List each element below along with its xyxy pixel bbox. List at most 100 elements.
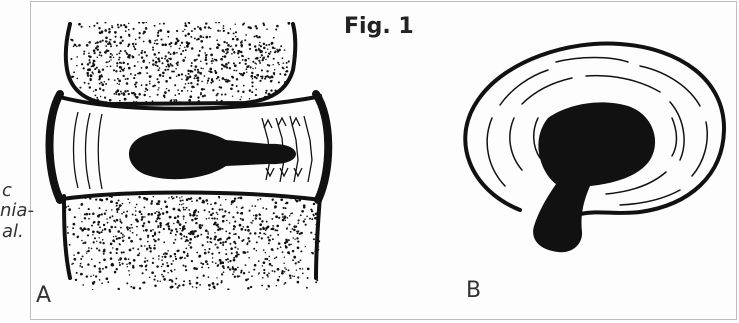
- stipple-dot: [128, 262, 131, 265]
- stipple-dot: [204, 52, 206, 54]
- stipple-dot: [109, 41, 111, 43]
- stipple-dot: [181, 78, 183, 80]
- stipple-dot: [261, 54, 263, 56]
- stipple-dot: [152, 258, 154, 260]
- stipple-dot: [159, 29, 162, 32]
- stipple-dot: [277, 268, 280, 271]
- stipple-dot: [121, 213, 123, 215]
- stipple-dot: [252, 78, 254, 80]
- stipple-dot: [132, 93, 134, 95]
- stipple-dot: [217, 226, 219, 228]
- stipple-dot: [207, 233, 209, 235]
- stipple-dot: [315, 281, 317, 283]
- stipple-dot: [259, 62, 261, 64]
- stipple-dot: [170, 286, 173, 289]
- stipple-dot: [146, 248, 148, 250]
- stipple-dot: [79, 96, 81, 98]
- stipple-dot: [183, 209, 185, 211]
- stipple-dot: [243, 85, 245, 87]
- stipple-dot: [149, 96, 150, 97]
- stipple-dot: [135, 210, 137, 212]
- stipple-dot: [244, 39, 246, 41]
- stipple-dot: [260, 228, 262, 230]
- stipple-dot: [88, 218, 90, 220]
- stipple-dot: [187, 33, 190, 36]
- stipple-dot: [194, 69, 196, 71]
- stipple-dot: [269, 263, 272, 266]
- stipple-dot: [131, 55, 133, 57]
- stipple-dot: [216, 212, 218, 214]
- stipple-dot: [285, 240, 288, 243]
- stipple-dot: [283, 217, 285, 219]
- stipple-dot: [118, 59, 120, 61]
- stipple-dot: [181, 196, 182, 197]
- stipple-dot: [185, 248, 187, 250]
- stipple-dot: [151, 200, 153, 202]
- stipple-dot: [176, 30, 178, 32]
- stipple-dot: [113, 220, 115, 222]
- stipple-dot: [116, 45, 118, 47]
- stipple-dot: [155, 57, 157, 59]
- stipple-dot: [128, 35, 130, 37]
- stipple-dot: [289, 274, 291, 276]
- stipple-dot: [166, 253, 168, 255]
- stipple-dot: [262, 57, 264, 59]
- stipple-dot: [140, 52, 142, 54]
- stipple-dot: [178, 208, 181, 211]
- stipple-dot: [164, 200, 166, 202]
- stipple-dot: [242, 206, 244, 208]
- stipple-dot: [271, 80, 273, 82]
- stipple-dot: [283, 263, 284, 264]
- stipple-dot: [101, 282, 103, 284]
- stipple-dot: [81, 266, 83, 268]
- stipple-dot: [181, 238, 183, 240]
- stipple-dot: [277, 248, 279, 250]
- stipple-dot: [67, 226, 69, 228]
- stipple-dot: [149, 83, 151, 85]
- stipple-dot: [99, 83, 101, 85]
- stipple-dot: [255, 89, 257, 91]
- stipple-dot: [176, 52, 178, 54]
- stipple-dot: [299, 268, 301, 270]
- stipple-dot: [109, 61, 111, 63]
- stipple-dot: [162, 276, 164, 278]
- stipple-dot: [235, 44, 237, 46]
- stipple-dot: [132, 265, 134, 267]
- stipple-dot: [249, 27, 252, 30]
- stipple-dot: [130, 286, 132, 288]
- stipple-dot: [135, 214, 137, 216]
- stipple-dot: [67, 205, 69, 207]
- stipple-dot: [152, 47, 154, 49]
- stipple-dot: [112, 247, 113, 248]
- stipple-dot: [113, 69, 115, 71]
- stipple-dot: [211, 63, 212, 64]
- stipple-dot: [204, 249, 206, 251]
- stipple-dot: [188, 99, 191, 102]
- stipple-dot: [267, 64, 269, 66]
- stipple-dot: [92, 213, 95, 216]
- stipple-dot: [93, 281, 95, 283]
- stipple-dot: [306, 287, 308, 289]
- stipple-dot: [183, 251, 185, 253]
- stipple-dot: [268, 242, 270, 244]
- stipple-dot: [306, 215, 308, 217]
- stipple-dot: [67, 287, 69, 289]
- stipple-dot: [81, 221, 82, 222]
- stipple-dot: [188, 73, 190, 75]
- stipple-dot: [92, 234, 94, 236]
- stipple-dot: [181, 204, 182, 205]
- stipple-dot: [186, 207, 188, 209]
- stipple-dot: [88, 208, 90, 210]
- stipple-dot: [208, 26, 210, 28]
- stipple-dot: [154, 212, 156, 214]
- stipple-dot: [111, 26, 113, 28]
- stipple-dot: [199, 224, 200, 225]
- stipple-dot: [132, 214, 134, 216]
- stipple-dot: [291, 275, 292, 276]
- stipple-dot: [166, 66, 168, 68]
- stipple-dot: [94, 237, 96, 239]
- stipple-dot: [117, 78, 119, 80]
- stipple-dot: [290, 231, 292, 233]
- stipple-dot: [320, 242, 322, 244]
- stipple-dot: [142, 282, 144, 284]
